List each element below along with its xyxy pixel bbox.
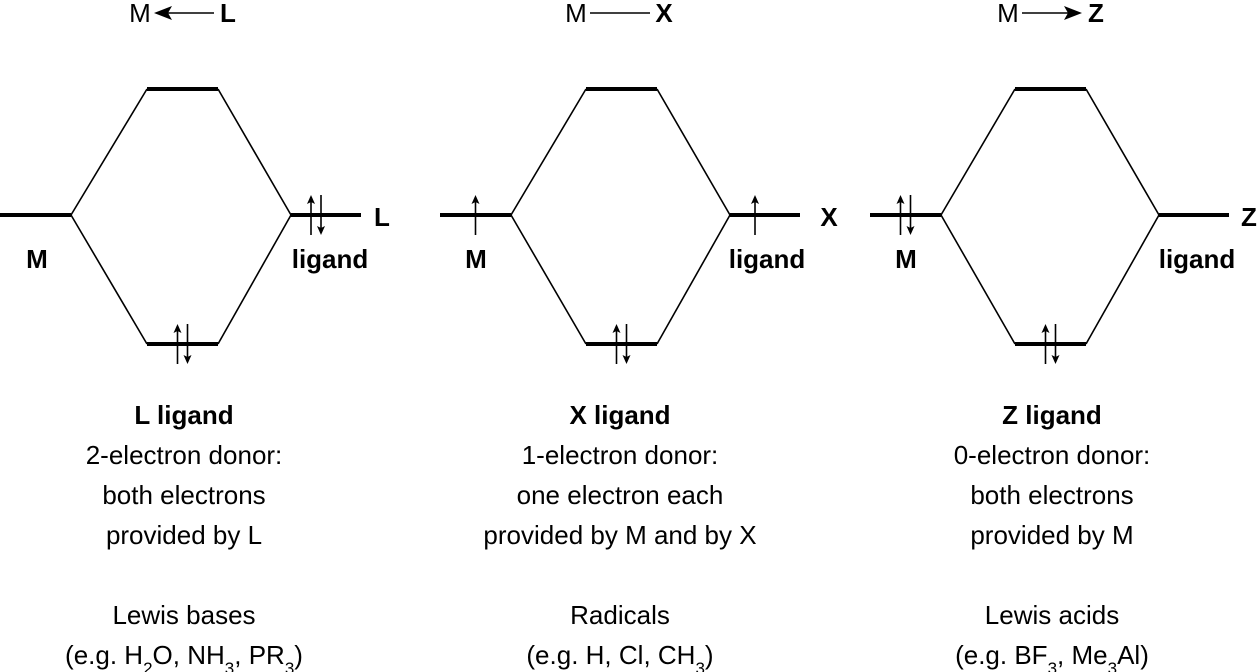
ligand-description: X ligand 1-electron donor: one electron ea… xyxy=(483,400,756,672)
correlation-line xyxy=(940,214,1016,345)
ligand-description: Z ligand 0-electron donor: both electrons p… xyxy=(954,400,1151,672)
ligand-examples: (e.g. BF3, Me3Al) xyxy=(955,640,1149,672)
description-line: provided by L xyxy=(106,520,262,550)
dative-arrow-head xyxy=(154,6,172,20)
description-line: both electrons xyxy=(102,480,265,510)
ligand-examples: (e.g. H2O, NH3, PR3) xyxy=(65,640,303,672)
correlation-line xyxy=(217,88,292,216)
ligand-label: ligand xyxy=(729,244,806,274)
ligand-symbol: X xyxy=(820,202,838,232)
correlation-line xyxy=(1085,88,1160,216)
electron-up-head xyxy=(471,195,476,204)
ligand-symbol: L xyxy=(374,202,390,232)
electron-down-head-r xyxy=(187,355,192,364)
description-line: both electrons xyxy=(970,480,1133,510)
dative-arrow-head xyxy=(1064,6,1082,20)
bond-metal-symbol: M xyxy=(565,0,587,28)
description-line: provided by M and by X xyxy=(483,520,756,550)
electron-up-head-r xyxy=(311,195,315,204)
bond-metal-symbol: M xyxy=(129,0,151,28)
metal-label: M xyxy=(895,244,917,274)
description-line: 2-electron donor: xyxy=(86,440,283,470)
electron-up-head-r xyxy=(475,195,480,204)
correlation-line xyxy=(1085,214,1160,345)
metal-label: M xyxy=(26,244,48,274)
metal-label: M xyxy=(465,244,487,274)
bond-ligand-symbol: Z xyxy=(1088,0,1104,28)
correlation-line xyxy=(656,214,731,345)
electron-down-head-r xyxy=(626,355,631,364)
ligand-description: L ligand 2-electron donor: both electrons p… xyxy=(65,400,303,672)
bond-ligand-symbol: X xyxy=(655,0,673,28)
electron-up-head-r xyxy=(1045,324,1050,333)
ligand-type-title: Z ligand xyxy=(1002,400,1102,430)
electron-up-head xyxy=(896,195,901,204)
electron-up-head xyxy=(1041,324,1046,333)
electron-down-head xyxy=(183,355,188,364)
ligand-label: ligand xyxy=(1159,244,1236,274)
electron-up-head-r xyxy=(900,195,905,204)
electron-up-head xyxy=(307,195,311,204)
electron-down-head-r xyxy=(321,226,325,235)
electron-down-head-r xyxy=(1055,355,1060,364)
description-line: 1-electron donor: xyxy=(522,440,719,470)
ligand-symbol: Z xyxy=(1241,202,1257,232)
correlation-line xyxy=(510,88,587,216)
electron-up-head xyxy=(173,324,178,333)
electron-down-head xyxy=(1051,355,1056,364)
electron-down-head xyxy=(622,355,627,364)
electron-down-head xyxy=(906,226,911,235)
ligand-type-title: X ligand xyxy=(569,400,670,430)
electron-up-head-r xyxy=(755,195,759,204)
electron-up-head-r xyxy=(616,324,621,333)
ligand-class: Radicals xyxy=(570,600,670,630)
description-line: one electron each xyxy=(517,480,724,510)
electron-up-head-r xyxy=(177,324,182,333)
electron-down-head-r xyxy=(910,226,915,235)
description-line: provided by M xyxy=(970,520,1133,550)
ligand-type-title: L ligand xyxy=(134,400,233,430)
ligand-class: Lewis acids xyxy=(985,600,1119,630)
bond-ligand-symbol: L xyxy=(220,0,236,28)
electron-down-head xyxy=(317,226,321,235)
correlation-line xyxy=(70,88,148,216)
description-line: 0-electron donor: xyxy=(954,440,1151,470)
electron-up-head xyxy=(751,195,755,204)
bond-metal-symbol: M xyxy=(997,0,1019,28)
correlation-line xyxy=(70,214,148,345)
electron-up-head xyxy=(612,324,617,333)
correlation-line xyxy=(217,214,292,345)
ligand-examples: (e.g. H, Cl, CH3) xyxy=(526,640,713,672)
ligand-label: ligand xyxy=(292,244,369,274)
ligand-class: Lewis bases xyxy=(112,600,255,630)
correlation-line xyxy=(510,214,587,345)
correlation-line xyxy=(940,88,1016,216)
correlation-line xyxy=(656,88,731,216)
